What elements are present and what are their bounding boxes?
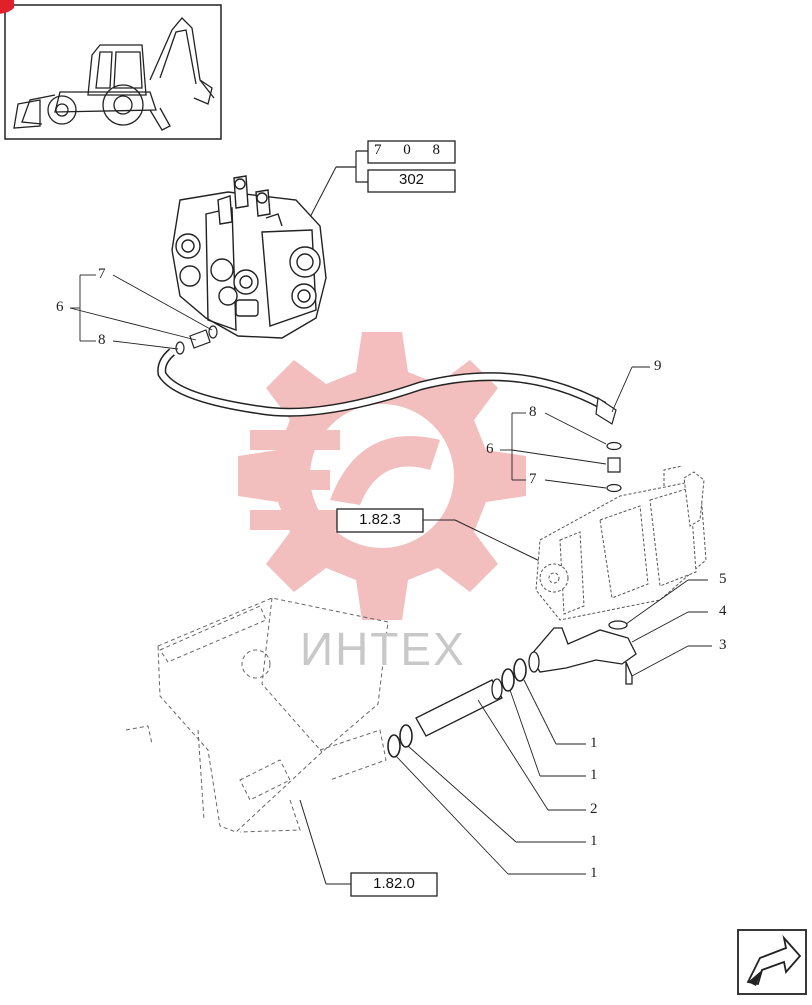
- backhoe-loader-icon: [13, 17, 215, 131]
- group-ref-bottom: 302: [398, 171, 425, 188]
- hydraulic-tank: [125, 597, 389, 833]
- callout-6-right: 6: [486, 441, 494, 457]
- callout-3: 3: [719, 637, 727, 653]
- callout-2: 2: [590, 801, 598, 817]
- callout-9: 9: [654, 358, 662, 374]
- leader-lines: [69, 274, 712, 875]
- callout-7-right: 7: [529, 471, 537, 487]
- hydraulic-hose: [157, 348, 617, 425]
- watermark-text: ИНТЕХ: [300, 623, 466, 675]
- left-fittings: [175, 325, 218, 355]
- tank-ref-link[interactable]: 1.82.0: [373, 875, 415, 892]
- callout-7-left: 7: [98, 266, 106, 282]
- callout-8-right: 8: [529, 404, 537, 420]
- suction-elbow: [528, 620, 637, 685]
- control-valve: [171, 175, 327, 339]
- callout-4: 4: [719, 603, 727, 619]
- hose-clamps: [387, 658, 527, 758]
- group-ref-top: 7 0 8: [374, 142, 449, 158]
- callout-1-c: 1: [590, 833, 598, 849]
- next-page-arrow-icon[interactable]: [737, 929, 807, 995]
- callout-8-left: 8: [98, 332, 106, 348]
- right-fittings: [606, 441, 622, 493]
- callout-6-left: 6: [56, 299, 64, 315]
- callout-1-b: 1: [590, 767, 598, 783]
- suction-hose: [415, 678, 503, 737]
- callout-5: 5: [719, 571, 727, 587]
- hydraulic-pump: [535, 465, 707, 621]
- pump-ref-link[interactable]: 1.82.3: [359, 511, 401, 528]
- callout-1-a: 1: [590, 735, 598, 751]
- callout-1-d: 1: [590, 865, 598, 881]
